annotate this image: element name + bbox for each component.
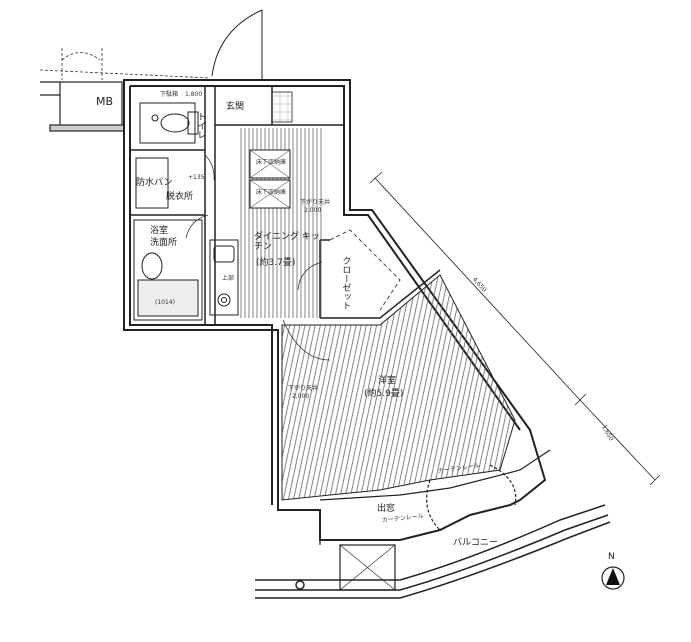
yokushitsu-label: 浴室	[150, 226, 169, 236]
genkan-floor	[271, 91, 293, 123]
balcony-rail	[255, 504, 611, 599]
compass-icon	[601, 566, 625, 590]
western-room-floor	[281, 274, 516, 501]
sagari-tenjo-2-height: 2,000	[292, 393, 310, 400]
interior-walls	[130, 86, 441, 325]
shoebox-label: 下駄箱	[160, 91, 179, 98]
sagari-tenjo-2-label: 下がり天井	[288, 385, 319, 392]
underfloor-storage	[249, 149, 291, 209]
balcony-label: バルコニー	[453, 538, 498, 548]
genkan-label: 玄関	[226, 102, 245, 112]
kitchen-counter	[209, 239, 239, 316]
boosui-pan-label: 防水パン	[136, 178, 173, 188]
door-dim-label: 1,800	[185, 91, 203, 98]
toilet-label: トイレ	[195, 112, 206, 139]
underfloor-2-label: 床下収納庫	[256, 189, 287, 196]
dining-kitchen-label: ダイニング キッチン	[254, 232, 320, 253]
compass-north-label: N	[608, 552, 615, 562]
entrance-door	[211, 9, 263, 80]
closet-outline	[329, 229, 401, 311]
dimension-lines	[369, 171, 661, 486]
yoshitsu-label: 洋室	[378, 376, 397, 386]
closet-label: クローゼット	[340, 256, 351, 310]
kamidana-label: 上部	[222, 275, 235, 282]
mb-label: MB	[96, 95, 114, 108]
dim-135-label: +135	[188, 174, 205, 181]
senmenjo-label: 洗面所	[150, 238, 178, 248]
bath-unit	[133, 219, 203, 321]
entrance-door-swings	[39, 48, 211, 80]
datsuisho-label: 脱衣所	[166, 192, 194, 202]
bath-unit-label: (1014)	[155, 299, 175, 306]
demado-label: 出窓	[377, 504, 396, 514]
washer-pan	[135, 157, 169, 209]
sagari-tenjo-1-height: 2,000	[304, 207, 322, 214]
yoshitsu-size-label: (約5.9畳)	[364, 389, 404, 399]
interior-door-swings	[185, 154, 331, 361]
sagari-tenjo-1-label: 下がり天井	[300, 199, 331, 206]
dk-size-label: (約3.7畳)	[256, 258, 296, 268]
underfloor-1-label: 床下収納庫	[256, 159, 287, 166]
toilet-fixture	[139, 102, 199, 144]
